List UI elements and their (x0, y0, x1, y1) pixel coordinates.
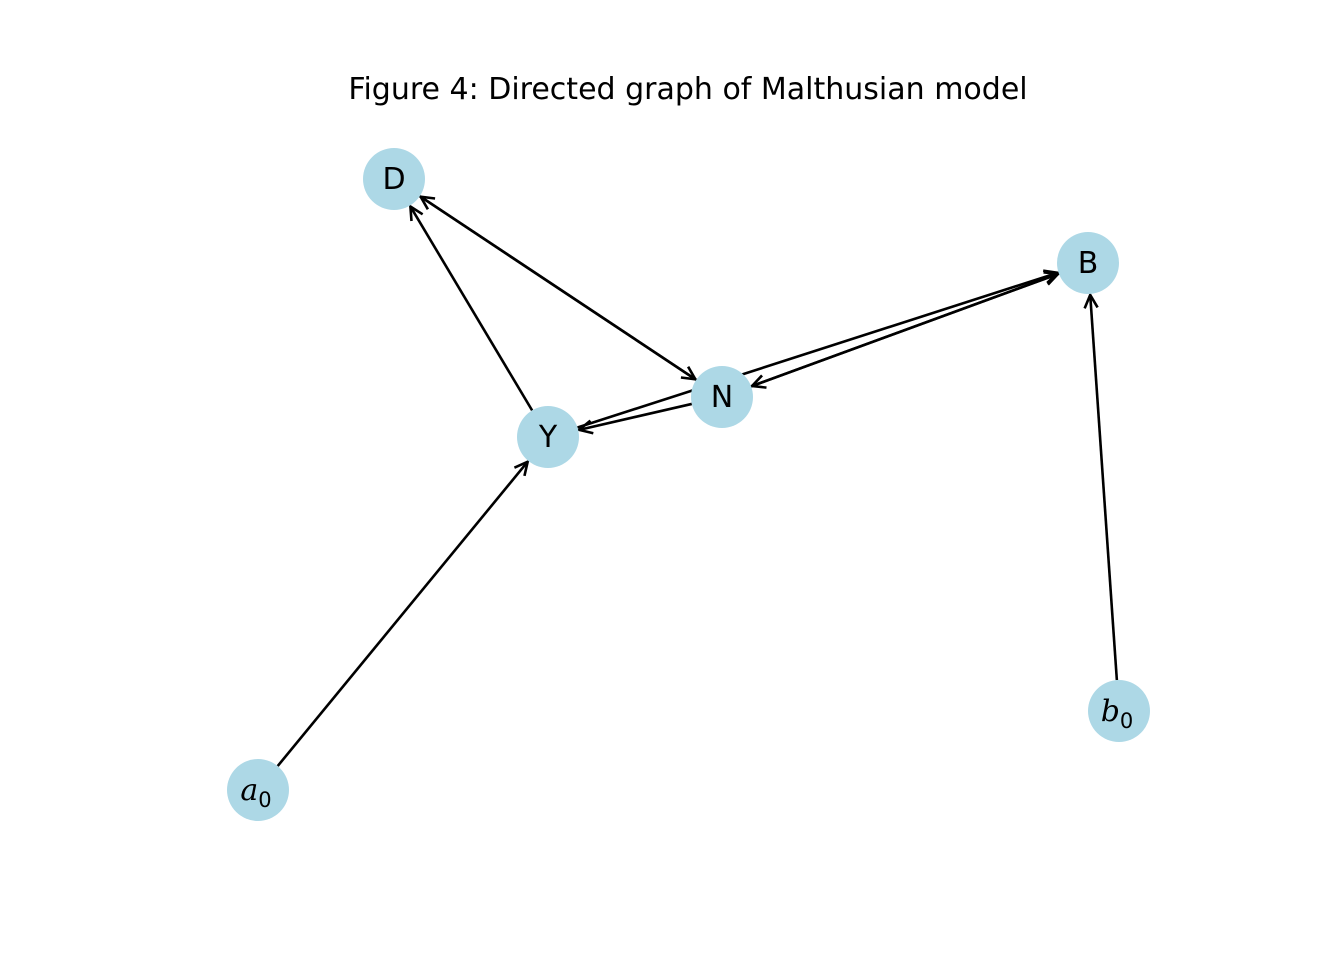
node-Y: Y (517, 406, 579, 468)
node-circle (227, 759, 289, 821)
edge-Y-to-D (408, 203, 534, 412)
edge-line (409, 205, 534, 412)
edge-line (419, 195, 697, 381)
arrowhead-icon (576, 419, 594, 435)
node-B: B (1057, 232, 1119, 294)
node-label: a0 (240, 773, 271, 812)
arrowhead-icon (749, 374, 767, 389)
node-a0: a0 (227, 759, 289, 821)
node-label: b0 (1101, 694, 1134, 733)
edge-b0-to-B (1083, 292, 1119, 681)
node-circle (363, 148, 425, 210)
arrowhead-icon (1083, 292, 1099, 309)
edges-layer (276, 195, 1119, 767)
edge-B-to-N (749, 272, 1060, 389)
node-N: N (691, 366, 753, 428)
node-label: Y (538, 420, 558, 455)
edge-line (276, 460, 529, 767)
node-label: N (711, 380, 733, 415)
node-circle (1057, 232, 1119, 294)
node-label: B (1078, 246, 1099, 281)
node-label-subscript: 0 (258, 788, 271, 812)
node-D: D (363, 148, 425, 210)
node-label-subscript: 0 (1120, 709, 1133, 733)
edge-line (1088, 294, 1119, 681)
edge-a0-to-Y (276, 459, 530, 767)
node-circle (517, 406, 579, 468)
arrowhead-icon (408, 203, 424, 222)
node-label-base: a (240, 773, 258, 808)
node-label-base: b (1101, 694, 1120, 729)
figure-title: Figure 4: Directed graph of Malthusian m… (348, 72, 1027, 107)
edge-line (751, 272, 1060, 388)
edge-line (578, 402, 693, 432)
arrowhead-icon (680, 366, 698, 381)
node-circle (691, 366, 753, 428)
arrowhead-icon (513, 459, 530, 477)
node-circle (1088, 680, 1150, 742)
node-label: D (382, 162, 405, 197)
edge-line (577, 271, 1058, 429)
edge-D-to-N (419, 195, 698, 381)
node-b0: b0 (1088, 680, 1150, 742)
edge-N-to-Y (576, 402, 693, 435)
